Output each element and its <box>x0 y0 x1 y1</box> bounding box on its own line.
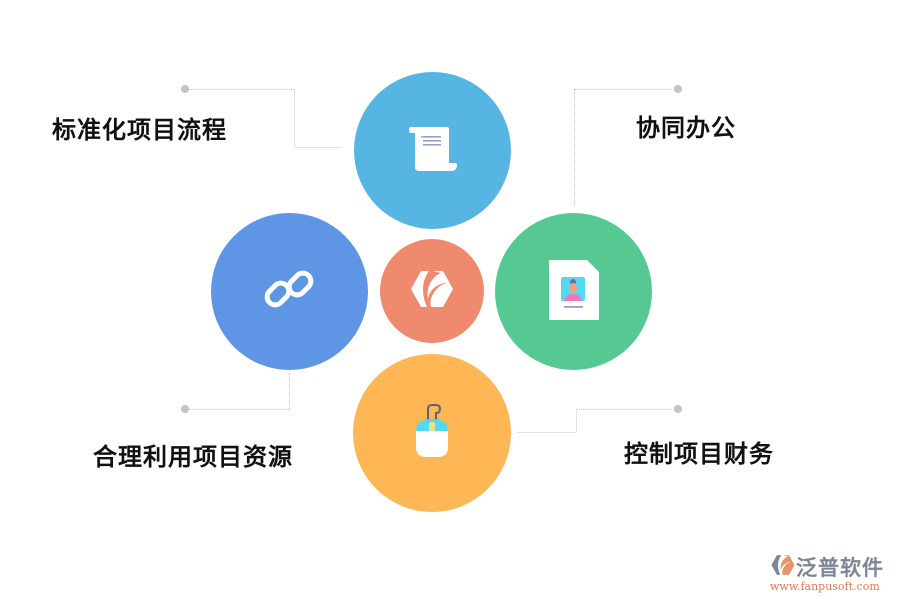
label-top: 标准化项目流程 <box>52 116 227 144</box>
watermark-brand: 泛普软件 <box>796 556 884 580</box>
connector-line-bottom-vertical <box>576 409 577 432</box>
connector-line-top-horizontal <box>294 147 342 148</box>
connector-dot-right <box>674 85 682 93</box>
connector-line-top <box>189 89 294 90</box>
label-left: 合理利用项目资源 <box>93 443 293 471</box>
fanpu-brand-icon <box>770 554 796 580</box>
fanpu-logo-icon <box>409 269 455 313</box>
connector-line-right <box>575 89 674 90</box>
connector-dot-top <box>181 85 189 93</box>
connector-line-left <box>189 409 289 410</box>
node-top-circle <box>354 72 511 229</box>
connector-line-right-vertical <box>574 89 575 205</box>
connector-line-top-vertical <box>294 89 295 147</box>
connector-dot-left <box>181 405 189 413</box>
connector-dot-bottom <box>674 405 682 413</box>
id-card-profile-icon <box>548 259 599 324</box>
node-bottom-circle <box>353 354 511 512</box>
scroll-document-icon <box>407 125 459 177</box>
label-bottom: 控制项目财务 <box>624 440 774 468</box>
node-right-circle <box>495 213 652 370</box>
chain-link-icon <box>262 262 318 322</box>
watermark-url: www.fanpusoft.com <box>770 580 880 593</box>
node-center-circle <box>380 239 484 343</box>
computer-mouse-icon <box>412 401 452 465</box>
connector-line-bottom-horizontal <box>517 432 576 433</box>
label-right: 协同办公 <box>636 114 736 142</box>
connector-line-left-vertical <box>289 373 290 409</box>
connector-line-bottom <box>576 409 674 410</box>
watermark-logo: 泛普软件 www.fanpusoft.com <box>770 552 884 593</box>
node-left-circle <box>211 213 368 370</box>
